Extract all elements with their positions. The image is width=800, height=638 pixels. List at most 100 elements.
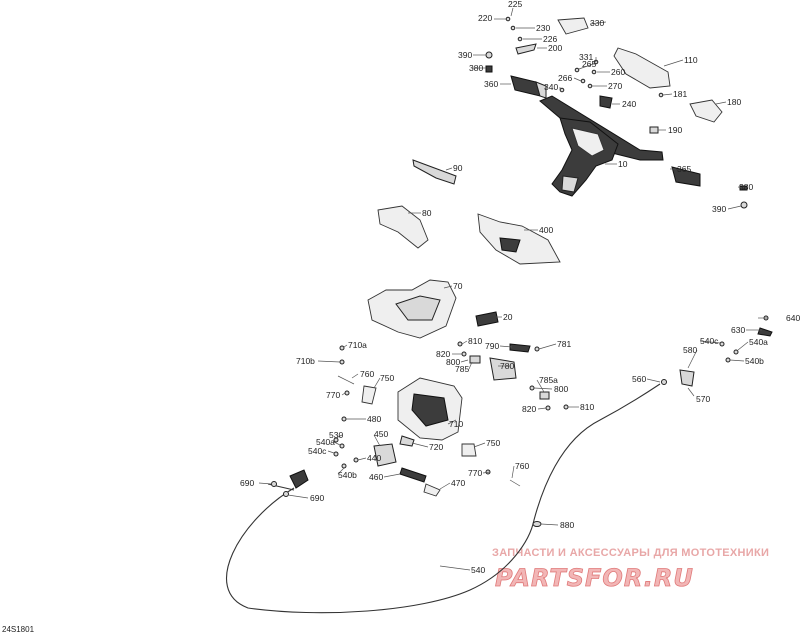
knob-750a[interactable] [361, 385, 377, 405]
callout-340[interactable]: 340 [544, 82, 558, 92]
screw-540b-r [725, 357, 731, 363]
callout-10[interactable]: 10 [618, 159, 628, 169]
knob-750b[interactable] [461, 443, 477, 457]
callout-710a[interactable]: 710a [348, 340, 367, 350]
callout-580[interactable]: 580 [683, 345, 697, 355]
callout-230[interactable]: 230 [536, 23, 550, 33]
callout-710[interactable]: 710 [449, 419, 463, 429]
callout-390-top[interactable]: 390 [458, 50, 472, 60]
callout-750-bottom[interactable]: 750 [486, 438, 500, 448]
callout-781[interactable]: 781 [557, 339, 571, 349]
callout-181[interactable]: 181 [673, 89, 687, 99]
callout-790[interactable]: 790 [485, 341, 499, 351]
callout-770-bottom[interactable]: 770 [468, 468, 482, 478]
callout-380-top[interactable]: 380 [469, 63, 483, 73]
riser-cutout [571, 127, 605, 157]
callout-20[interactable]: 20 [503, 312, 513, 322]
callout-690-left[interactable]: 690 [240, 478, 254, 488]
module-780[interactable] [489, 357, 517, 381]
cover-400[interactable] [477, 213, 561, 265]
switch-20[interactable] [475, 311, 499, 327]
callout-110[interactable]: 110 [684, 55, 698, 65]
callout-330[interactable]: 330 [590, 18, 604, 28]
callout-540a-right[interactable]: 540a [749, 337, 768, 347]
callout-240[interactable]: 240 [622, 99, 636, 109]
callout-540c-right[interactable]: 540c [700, 336, 719, 346]
cable-adjuster[interactable] [289, 469, 309, 489]
callout-820-top[interactable]: 820 [436, 349, 450, 359]
callout-690-right[interactable]: 690 [310, 493, 324, 503]
callout-540b-right[interactable]: 540b [745, 356, 764, 366]
callout-530[interactable]: 530 [329, 430, 343, 440]
callout-480[interactable]: 480 [367, 414, 381, 424]
callout-380-right[interactable]: 380 [739, 182, 753, 192]
screw-270 [587, 83, 593, 89]
bracket-580[interactable] [679, 369, 695, 387]
callout-220[interactable]: 220 [478, 13, 492, 23]
cover-330[interactable] [557, 17, 589, 35]
callout-360[interactable]: 360 [484, 79, 498, 89]
callout-800-top[interactable]: 800 [446, 357, 460, 367]
callout-710b[interactable]: 710b [296, 356, 315, 366]
callout-331[interactable]: 331 [579, 52, 593, 62]
callout-760-left[interactable]: 760 [360, 369, 374, 379]
callout-390-right[interactable]: 390 [712, 204, 726, 214]
callout-880[interactable]: 880 [560, 520, 574, 530]
callout-90[interactable]: 90 [453, 163, 463, 173]
callout-540b-left[interactable]: 540b [338, 470, 357, 480]
callout-265[interactable]: 265 [582, 59, 596, 69]
callout-630[interactable]: 630 [731, 325, 745, 335]
callout-810-bottom[interactable]: 810 [580, 402, 594, 412]
screw-810b [563, 404, 569, 410]
callout-365[interactable]: 365 [677, 164, 691, 174]
callout-80[interactable]: 80 [422, 208, 432, 218]
callout-760-bottom[interactable]: 760 [515, 461, 529, 471]
lever-200[interactable] [515, 43, 537, 55]
callout-440[interactable]: 440 [367, 453, 381, 463]
cable-540[interactable] [226, 383, 661, 614]
switch-790[interactable] [509, 343, 531, 353]
throttle-240[interactable] [599, 95, 613, 109]
handguard-180[interactable] [689, 99, 723, 123]
callout-560[interactable]: 560 [632, 374, 646, 384]
callout-180[interactable]: 180 [727, 97, 741, 107]
callout-780[interactable]: 780 [500, 361, 514, 371]
callout-570[interactable]: 570 [696, 394, 710, 404]
callout-266[interactable]: 266 [558, 73, 572, 83]
callout-750-top[interactable]: 750 [380, 373, 394, 383]
cover-80[interactable] [377, 205, 429, 249]
left-grip[interactable] [510, 75, 541, 97]
callout-720[interactable]: 720 [429, 442, 443, 452]
callout-400[interactable]: 400 [539, 225, 553, 235]
callout-226[interactable]: 226 [543, 34, 557, 44]
fastener-380a [485, 65, 493, 73]
callout-785[interactable]: 785 [455, 364, 469, 374]
right-grip[interactable] [671, 166, 701, 187]
callout-270[interactable]: 270 [608, 81, 622, 91]
bracket-90[interactable] [412, 159, 457, 185]
screw-770a [344, 390, 350, 396]
handguard-110[interactable] [613, 47, 671, 89]
callout-540c-left[interactable]: 540c [308, 446, 327, 456]
callout-450[interactable]: 450 [374, 429, 388, 439]
screw-220 [505, 16, 511, 22]
roller-785 [469, 355, 481, 364]
screw-820b [545, 405, 551, 411]
callout-770-left[interactable]: 770 [326, 390, 340, 400]
callout-260[interactable]: 260 [611, 67, 625, 77]
handlebar-riser[interactable] [551, 117, 619, 197]
callout-460[interactable]: 460 [369, 472, 383, 482]
callout-540[interactable]: 540 [471, 565, 485, 575]
callout-200[interactable]: 200 [548, 43, 562, 53]
callout-820-bottom[interactable]: 820 [522, 404, 536, 414]
callout-225[interactable]: 225 [508, 0, 522, 9]
callout-470[interactable]: 470 [451, 478, 465, 488]
callout-190[interactable]: 190 [668, 125, 682, 135]
callout-785a[interactable]: 785a [539, 375, 558, 385]
callout-800-bottom[interactable]: 800 [554, 384, 568, 394]
screw-540b-l [341, 463, 347, 469]
callout-540a-left[interactable]: 540a [316, 437, 335, 447]
callout-810-top[interactable]: 810 [468, 336, 482, 346]
callout-640[interactable]: 640 [786, 313, 800, 323]
callout-70[interactable]: 70 [453, 281, 463, 291]
